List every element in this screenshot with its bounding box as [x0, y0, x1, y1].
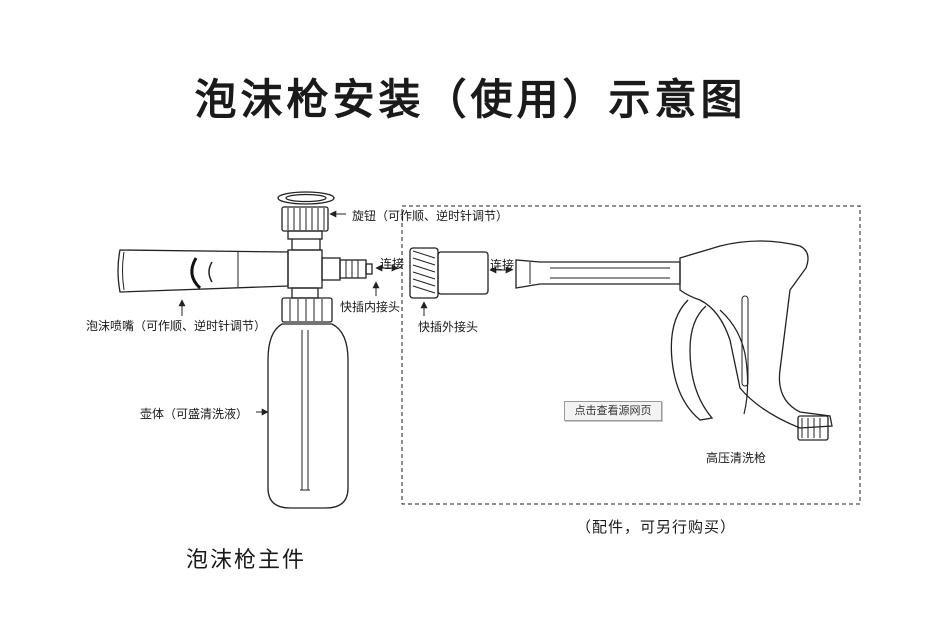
bottle	[267, 323, 349, 509]
arrows	[178, 210, 513, 416]
quick-inner-label: 快插内接头	[340, 300, 401, 314]
foam-gun	[117, 191, 373, 509]
high-pressure-gun	[515, 240, 833, 441]
quick-outer-connector-part	[409, 247, 489, 299]
knob	[281, 206, 329, 232]
accessory-boundary	[401, 205, 861, 505]
page-title: 泡沫枪安装（使用）示意图	[194, 75, 747, 124]
quick-inner-connector	[339, 259, 367, 279]
connect-right-label: 连接	[490, 258, 515, 272]
rotate-arrow	[190, 257, 202, 290]
foam-nozzle	[117, 249, 289, 293]
main-parts-caption: 泡沫枪主件	[186, 548, 307, 573]
connect-left-label: 连接	[380, 257, 405, 271]
nozzle-label: 泡沫喷嘴（可作顺、逆时针调节）	[86, 319, 267, 333]
bottle-label: 壶体（可盛清洗液）	[140, 407, 249, 421]
knob-label: 旋钮（可作顺、逆时针调节）	[352, 209, 509, 223]
quick-outer-label: 快插外接头	[418, 320, 479, 334]
knob-ring	[277, 191, 335, 205]
bottle-cap	[281, 297, 333, 323]
view-source-button[interactable]: 点击查看源网页	[564, 401, 662, 421]
accessories-note: （配件，可另行购买）	[576, 518, 737, 536]
hp-gun-label: 高压清洗枪	[706, 451, 767, 465]
